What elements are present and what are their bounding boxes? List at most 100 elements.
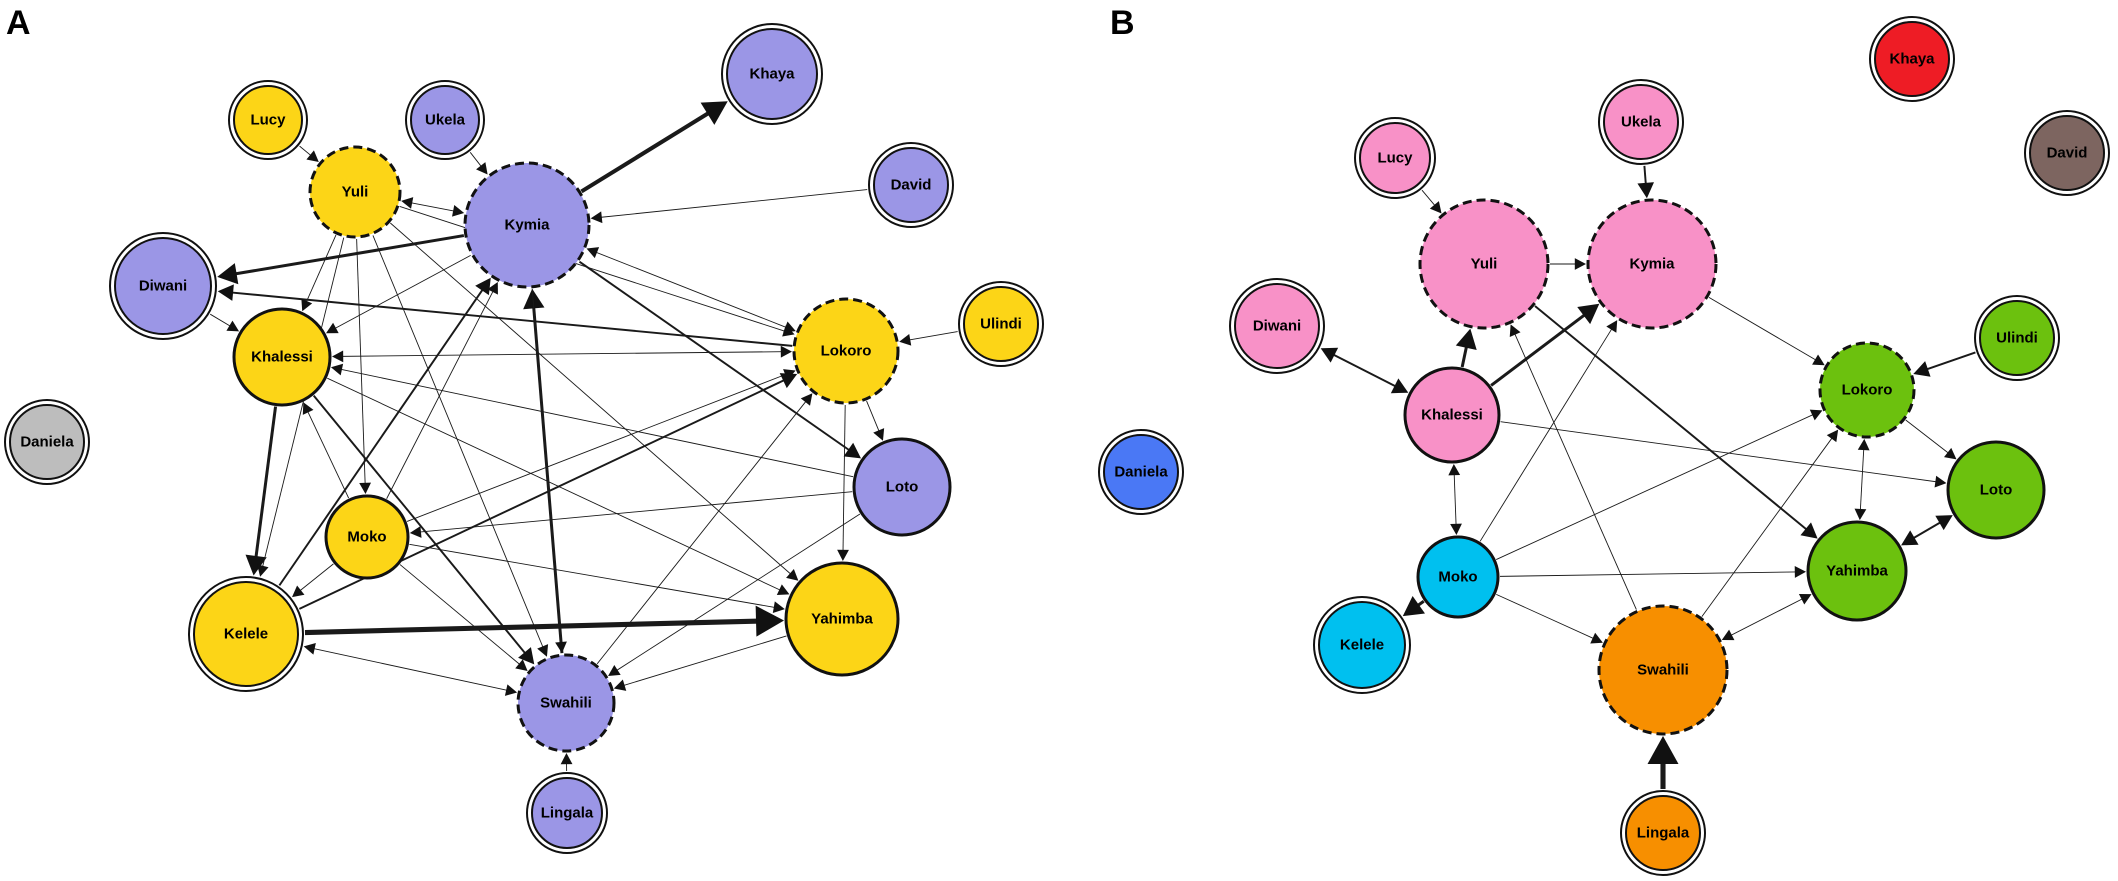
arrowhead: [1647, 736, 1679, 764]
arrowhead: [783, 321, 796, 333]
arrowhead: [772, 601, 785, 614]
arrowhead: [786, 568, 799, 581]
node-label: Ukela: [425, 112, 466, 129]
node-ukela: Ukela: [405, 80, 485, 160]
node-label: Kelele: [224, 626, 268, 643]
node-label: Lucy: [1377, 150, 1413, 167]
edge-khalessi-yuli: [1455, 328, 1477, 368]
edge-line: [1514, 332, 1637, 610]
arrowhead: [1590, 632, 1603, 644]
edge-line: [1708, 296, 1817, 361]
edge-kelele-swahili: [303, 643, 518, 696]
edge-loto-moko: [409, 491, 853, 538]
node-label: Lokoro: [1842, 382, 1893, 399]
edge-line: [406, 373, 787, 522]
node-kymia: Kymia: [1586, 198, 1718, 330]
node-diwani: Diwani: [1229, 278, 1325, 374]
arrowhead: [523, 288, 545, 310]
edge-line: [1911, 520, 1942, 540]
node-ukela: Ukela: [1598, 79, 1684, 165]
edge-line: [1500, 421, 1938, 483]
node-label: Yuli: [1471, 256, 1498, 273]
arrowhead: [1794, 566, 1807, 578]
node-label: Swahili: [540, 695, 592, 712]
arrowhead: [779, 373, 798, 389]
arrowhead: [452, 205, 465, 217]
edge-lokoro-yahimba: [837, 404, 849, 562]
edge-line: [1730, 598, 1804, 637]
edge-yuli-kymia: [401, 197, 465, 217]
edge-yuli-swahili: [372, 235, 549, 657]
arrowhead: [1826, 429, 1839, 443]
edge-kymia-swahili: [531, 288, 567, 654]
edge-kelele-kymia: [278, 277, 491, 586]
edge-line: [580, 110, 712, 194]
arrowhead: [487, 281, 498, 295]
node-label: Loto: [886, 479, 918, 496]
arrowhead: [1402, 596, 1425, 617]
edge-line: [578, 260, 851, 452]
edge-loto-khalessi: [330, 363, 854, 478]
node-label: Ulindi: [1996, 330, 2038, 347]
node-yahimba: Yahimba: [1806, 520, 1908, 622]
edge-line: [1453, 473, 1457, 526]
arrowhead: [326, 322, 339, 334]
arrowhead: [560, 752, 573, 765]
edge-line: [305, 234, 337, 303]
arrowhead: [873, 428, 885, 441]
edge-line: [307, 410, 350, 499]
arrowhead: [226, 320, 240, 332]
arrowhead: [292, 585, 305, 598]
edge-line: [278, 287, 485, 586]
node-kymia: Kymia: [463, 161, 591, 289]
edge-line: [842, 404, 846, 552]
edge-moko-kelele: [1402, 596, 1425, 617]
edge-line: [531, 288, 562, 644]
node-label: Lokoro: [821, 343, 872, 360]
edge-line: [1859, 448, 1865, 511]
edge-swahili-lokoro: [596, 393, 813, 665]
edge-line: [210, 313, 232, 327]
edge-line: [410, 202, 455, 212]
node-yuli: Yuli: [308, 145, 402, 239]
node-lucy: Lucy: [1354, 117, 1436, 199]
arrowhead: [537, 644, 549, 657]
arrowhead: [899, 333, 912, 346]
edge-swahili-yahimba: [1721, 594, 1812, 641]
arrowhead: [1935, 515, 1953, 531]
edge-line: [230, 291, 793, 347]
node-label: Lingala: [1637, 825, 1690, 842]
node-label: Loto: [1980, 482, 2012, 499]
node-swahili: Swahili: [1597, 604, 1729, 736]
edge-line: [341, 351, 783, 357]
arrowhead: [302, 402, 314, 415]
arrowhead: [331, 350, 344, 363]
arrowhead: [755, 605, 785, 637]
edge-line: [340, 368, 854, 478]
arrowhead: [1944, 447, 1957, 460]
arrowhead: [475, 277, 491, 296]
edge-ukela-kymia: [469, 152, 488, 175]
arrowhead: [1455, 328, 1477, 350]
arrowhead: [518, 647, 535, 665]
edge-lingala-swahili: [1647, 736, 1679, 789]
node-label: Moko: [1438, 569, 1477, 586]
edge-ulindi-lokoro: [1913, 351, 1976, 377]
arrowhead: [409, 526, 422, 538]
edge-kymia-khaya: [580, 101, 728, 194]
arrowhead: [1809, 409, 1823, 421]
node-label: Yuli: [342, 184, 369, 201]
node-label: Khalessi: [251, 349, 313, 366]
edge-line: [254, 406, 278, 560]
node-khaya: Khaya: [721, 23, 823, 125]
edge-lokoro-khalessi: [331, 345, 793, 363]
edge-moko-lokoro: [406, 369, 796, 522]
edge-lokoro-loto: [866, 400, 885, 441]
edge-lokoro-yahimba: [1854, 438, 1870, 521]
node-label: Ukela: [1621, 114, 1662, 131]
node-label: Khalessi: [1421, 407, 1483, 424]
edge-line: [356, 238, 366, 485]
